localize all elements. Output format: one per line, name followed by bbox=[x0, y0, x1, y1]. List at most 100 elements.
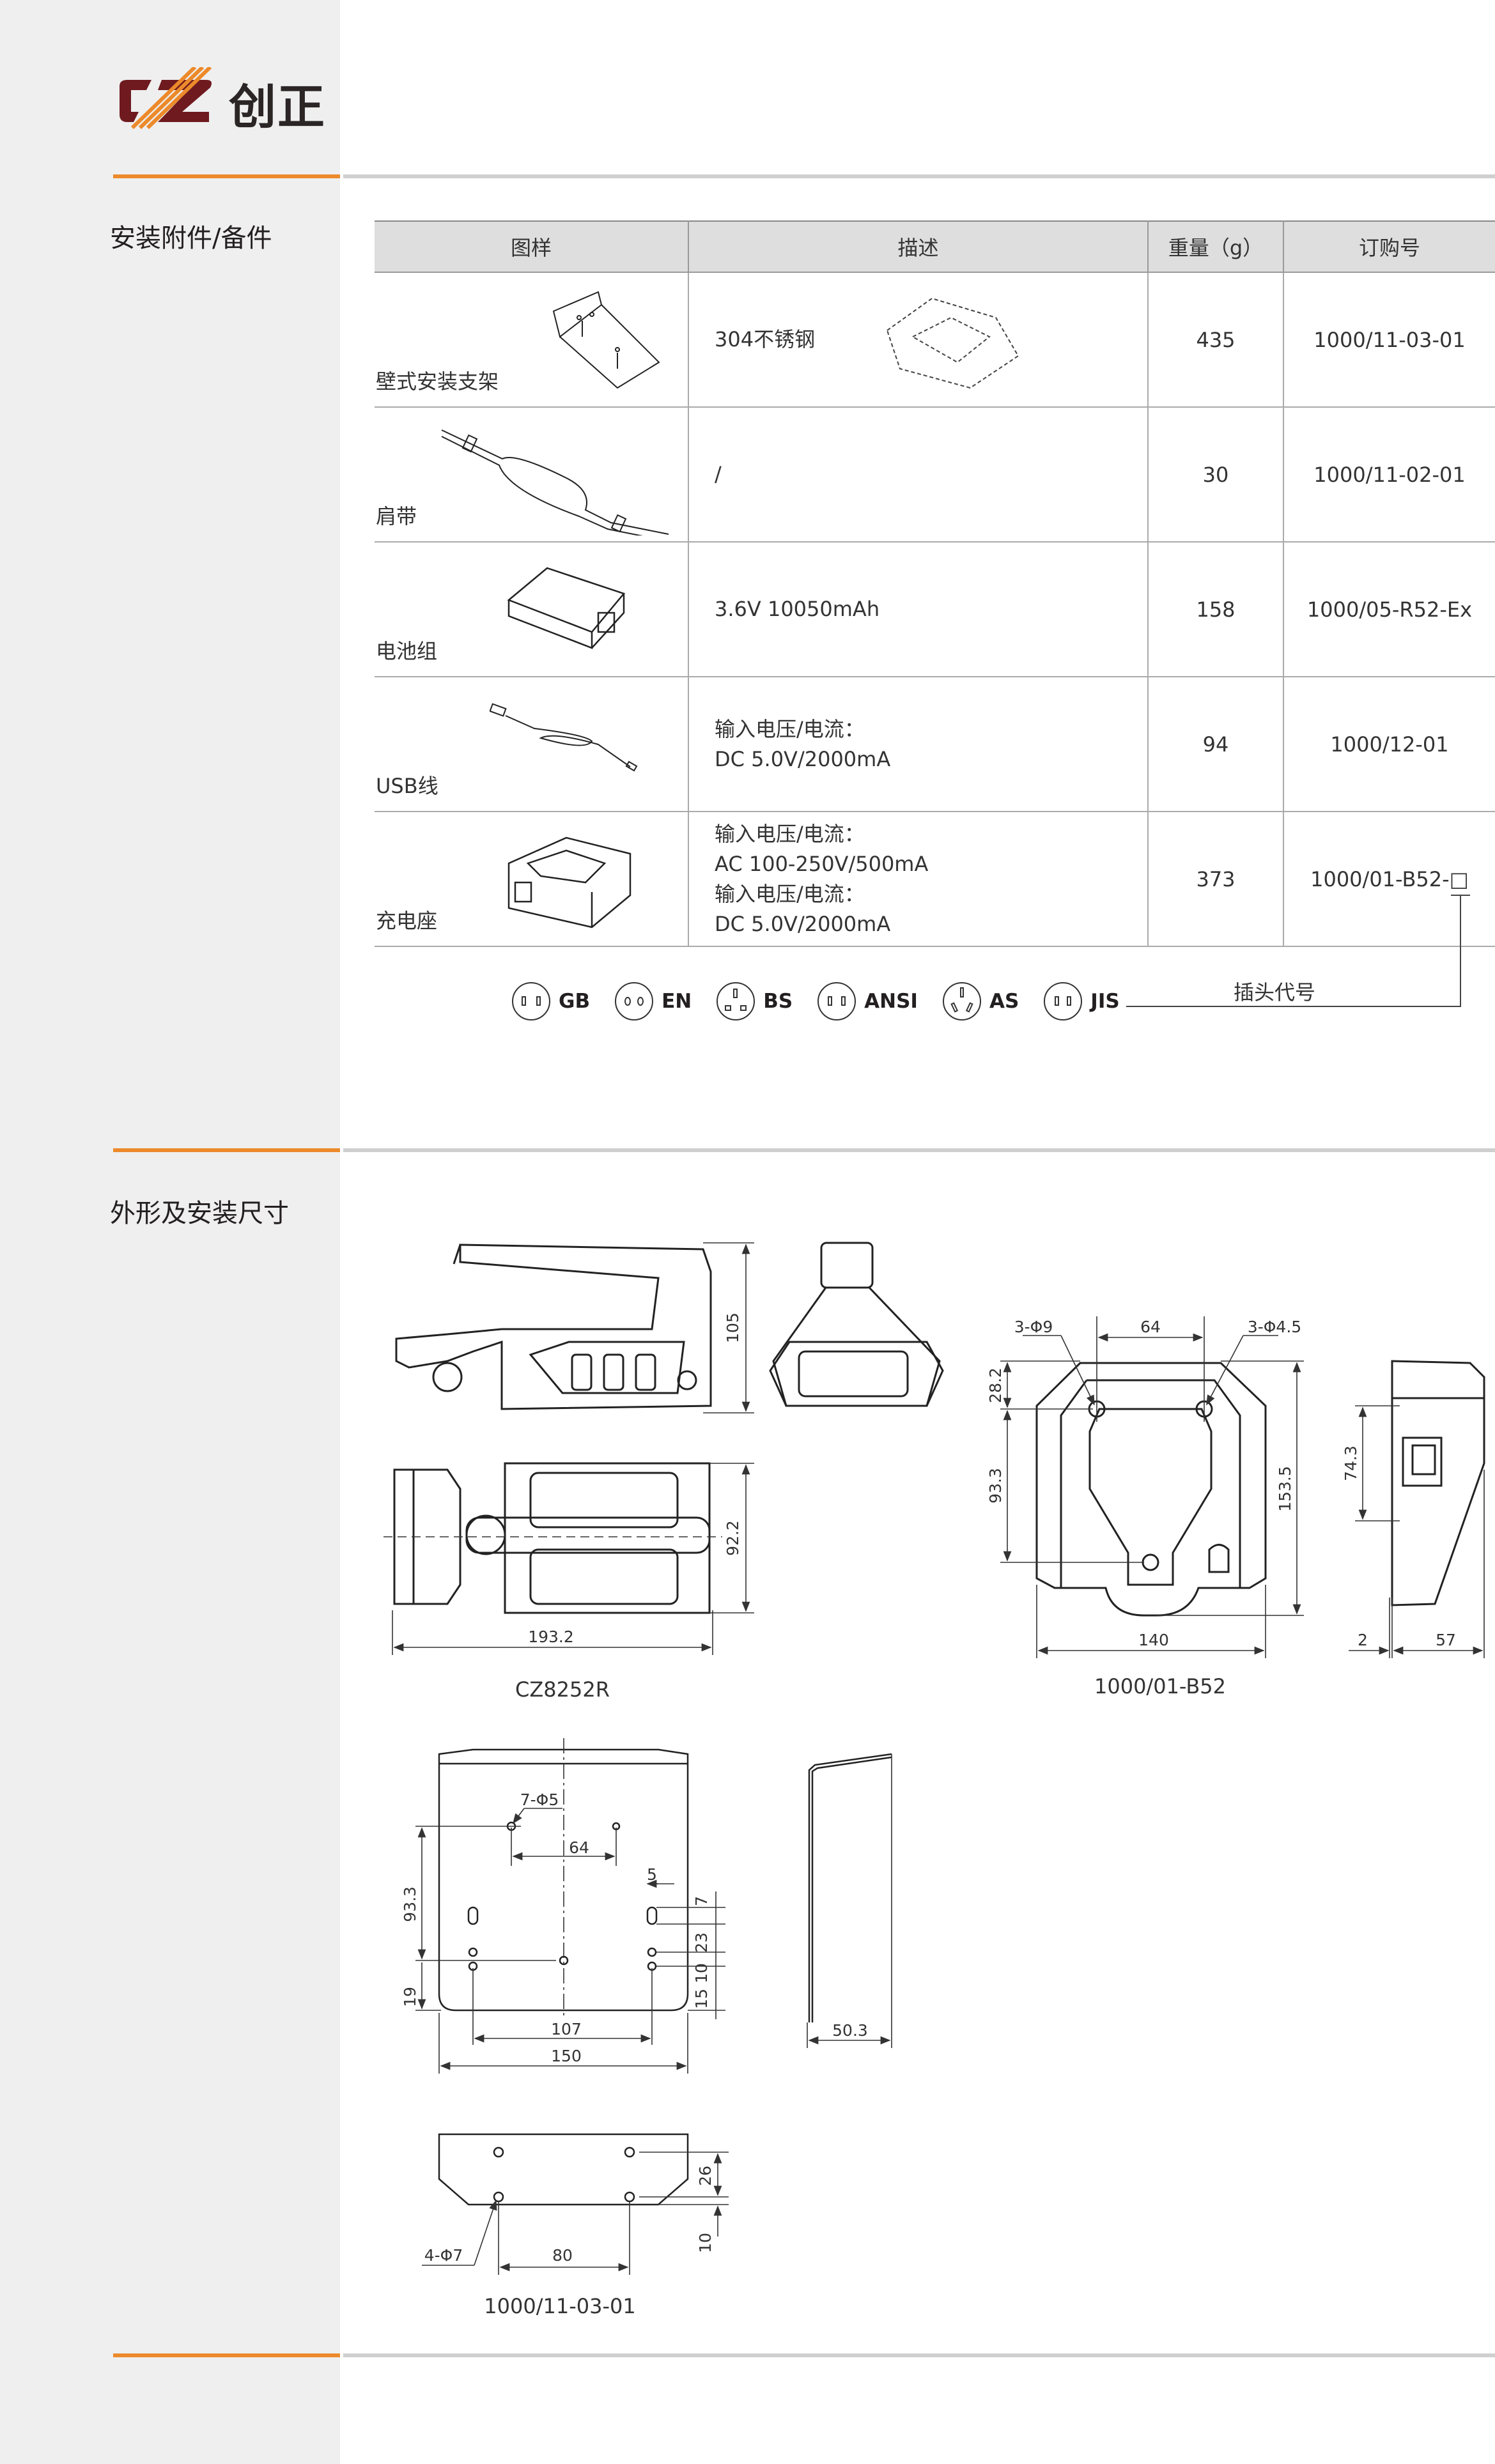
desc-line: DC 5.0V/2000mA bbox=[715, 746, 891, 771]
plug-jis: JIS bbox=[1043, 982, 1120, 1021]
row-name: 充电座 bbox=[376, 909, 438, 933]
plug-label: AS bbox=[989, 990, 1019, 1013]
desc-line: 输入电压/电流： bbox=[715, 716, 865, 741]
section-title-accessories: 安装附件/备件 bbox=[110, 224, 272, 253]
dim-charger-side-b: 57 bbox=[1436, 1631, 1456, 1649]
dim-charger-mid: 93.3 bbox=[986, 1468, 1005, 1504]
dim-charger-width: 140 bbox=[1138, 1631, 1169, 1649]
row-order: 1000/11-02-01 bbox=[1283, 406, 1495, 543]
dim-charger-holes-b: 3-Φ4.5 bbox=[1248, 1318, 1301, 1336]
plug-code-label: 插头代号 bbox=[1234, 980, 1316, 1005]
divider-orange bbox=[113, 1148, 340, 1152]
bracket-base-view bbox=[438, 2133, 689, 2206]
brand-name: 创正 bbox=[229, 80, 326, 135]
bracket-side-view bbox=[808, 1753, 892, 2022]
bracket-model-caption: 1000/11-03-01 bbox=[484, 2294, 635, 2318]
dim-bracket-19: 19 bbox=[401, 1987, 419, 2007]
dim-bracket-base-spacing: 80 bbox=[552, 2246, 573, 2265]
row-name: 壁式安装支架 bbox=[376, 369, 499, 394]
plug-as: AS bbox=[942, 982, 1019, 1021]
plug-as-icon bbox=[942, 982, 981, 1020]
battery-pack-icon bbox=[507, 567, 626, 649]
table-row: 壁式安装支架 304不锈钢 435 1000/11-03-01 bbox=[375, 272, 1495, 408]
col-header-order: 订购号 bbox=[1283, 220, 1495, 273]
row-weight: 435 bbox=[1147, 272, 1284, 408]
divider-orange bbox=[113, 174, 340, 178]
table-row: 电池组 3.6V 10050mAh 158 1000/05-R52-Ex bbox=[375, 541, 1495, 677]
dim-lamp-width: 92.2 bbox=[724, 1520, 742, 1556]
dim-bracket-10: 10 bbox=[692, 1963, 711, 1983]
col-header-desc: 描述 bbox=[688, 220, 1149, 273]
row-order: 1000/11-03-01 bbox=[1283, 272, 1495, 408]
row-image: 壁式安装支架 bbox=[375, 272, 689, 408]
charger-model-caption: 1000/01-B52 bbox=[1094, 1674, 1226, 1698]
accessories-table: 图样 描述 重量（g） 订购号 壁式安装支架 304不锈钢 435 1000/1… bbox=[375, 220, 1495, 947]
desc-line: 输入电压/电流： bbox=[715, 821, 865, 846]
lamp-front-view bbox=[769, 1242, 944, 1407]
charger-side-view bbox=[1391, 1360, 1485, 1606]
row-image: 肩带 bbox=[375, 406, 689, 543]
mounted-charger-icon bbox=[886, 297, 1019, 389]
lamp-top-view bbox=[393, 1462, 711, 1614]
plug-en-icon bbox=[615, 982, 654, 1020]
table-header: 图样 描述 重量（g） 订购号 bbox=[375, 220, 1495, 273]
wall-bracket-icon bbox=[552, 291, 660, 389]
dim-bracket-base-10: 10 bbox=[696, 2233, 715, 2253]
dim-bracket-slot: 5 bbox=[647, 1865, 657, 1884]
desc-line: 304不锈钢 bbox=[715, 327, 816, 351]
desc-line: 3.6V 10050mAh bbox=[715, 597, 880, 621]
dim-bracket-150: 150 bbox=[551, 2047, 582, 2065]
col-header-image: 图样 bbox=[375, 220, 689, 273]
divider-orange bbox=[113, 2353, 340, 2357]
dim-bracket-15: 15 bbox=[692, 1989, 711, 2009]
plug-code-leader bbox=[1451, 895, 1470, 896]
plug-label: EN bbox=[662, 990, 692, 1013]
desc-line: DC 5.0V/2000mA bbox=[715, 911, 891, 936]
dim-bracket-7: 7 bbox=[692, 1896, 711, 1906]
plug-label: BS bbox=[763, 990, 793, 1013]
shoulder-strap-icon bbox=[441, 429, 669, 535]
row-desc: 输入电压/电流： DC 5.0V/2000mA bbox=[688, 676, 1149, 812]
dim-lamp-length: 193.2 bbox=[528, 1628, 574, 1646]
sidebar bbox=[0, 0, 340, 2464]
row-weight: 158 bbox=[1147, 541, 1284, 677]
divider-gray bbox=[343, 174, 1495, 178]
plug-types: GB EN BS ANSI AS JIS bbox=[511, 982, 1144, 1021]
row-order: 1000/05-R52-Ex bbox=[1283, 541, 1495, 677]
row-weight: 373 bbox=[1147, 811, 1284, 947]
row-desc: 3.6V 10050mAh bbox=[688, 541, 1149, 677]
plug-ansi: ANSI bbox=[817, 982, 918, 1021]
desc-line: AC 100-250V/500mA bbox=[715, 851, 929, 876]
dim-bracket-base-holes: 4-Φ7 bbox=[424, 2246, 463, 2265]
dim-lamp-height: 105 bbox=[724, 1313, 742, 1343]
table-row: 充电座 输入电压/电流： AC 100-250V/500mA 输入电压/电流： … bbox=[375, 811, 1495, 947]
divider-gray bbox=[343, 2353, 1495, 2357]
plug-gb: GB bbox=[511, 982, 590, 1021]
cz-logo-icon bbox=[120, 67, 212, 130]
table-row: 肩带 / 30 1000/11-02-01 bbox=[375, 406, 1495, 543]
plug-gb-icon bbox=[512, 982, 550, 1020]
row-name: 电池组 bbox=[376, 639, 438, 663]
desc-line: 输入电压/电流： bbox=[715, 881, 865, 906]
dim-bracket-depth: 50.3 bbox=[832, 2021, 868, 2040]
plug-jis-icon bbox=[1044, 982, 1083, 1020]
table-row: USB线 输入电压/电流： DC 5.0V/2000mA 94 1000/12-… bbox=[375, 676, 1495, 812]
dim-charger-holes-a: 3-Φ9 bbox=[1014, 1318, 1053, 1336]
dim-charger-side-a: 2 bbox=[1358, 1631, 1368, 1649]
col-header-weight: 重量（g） bbox=[1147, 220, 1284, 273]
plug-label: ANSI bbox=[864, 990, 918, 1013]
charger-front-view bbox=[1035, 1362, 1267, 1617]
plug-bs: BS bbox=[716, 982, 793, 1021]
row-image: 电池组 bbox=[375, 541, 689, 677]
row-desc: 304不锈钢 bbox=[688, 272, 1149, 408]
plug-code-leader bbox=[1460, 895, 1461, 1007]
row-order: 1000/12-01 bbox=[1283, 676, 1495, 812]
dim-bracket-23: 23 bbox=[692, 1932, 711, 1953]
dim-charger-spacing: 64 bbox=[1140, 1318, 1161, 1336]
dim-bracket-holes: 7-Φ5 bbox=[520, 1790, 559, 1809]
row-name: USB线 bbox=[376, 774, 438, 798]
plug-label: GB bbox=[559, 990, 591, 1013]
row-weight: 30 bbox=[1147, 406, 1284, 543]
dim-bracket-107: 107 bbox=[551, 2020, 582, 2038]
